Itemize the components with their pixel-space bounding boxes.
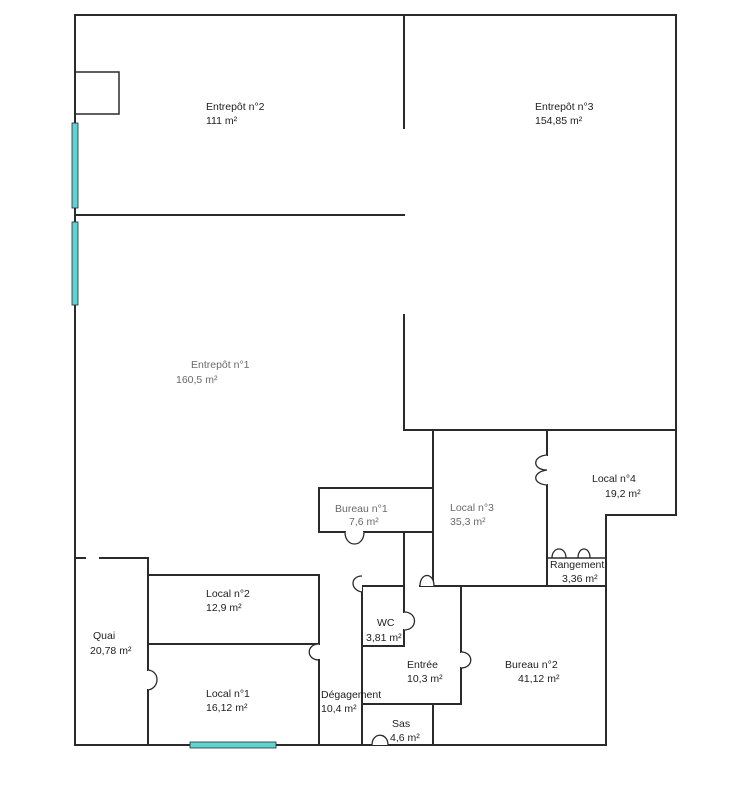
room-area: 3,81 m² — [366, 632, 402, 644]
wall-local-4-east — [605, 429, 677, 516]
room-name: Entrepôt n°3 — [535, 101, 594, 113]
door-degagement — [352, 575, 363, 593]
room-name: Quai — [93, 630, 115, 642]
room-name: Sas — [392, 718, 410, 730]
door-local-3 — [419, 574, 435, 587]
room-area: 4,6 m² — [390, 732, 420, 744]
room-area: 20,78 m² — [90, 645, 132, 657]
wall-bureau-1 — [318, 487, 434, 533]
room-area: 154,85 m² — [535, 115, 583, 127]
label-bureau-2: Bureau n°2 41,12 m² — [505, 659, 560, 685]
room-area: 12,9 m² — [206, 602, 242, 614]
label-entrepot-2: Entrepôt n°2 111 m² — [206, 101, 265, 127]
room-name: Local n°3 — [450, 502, 494, 514]
room-area: 10,3 m² — [407, 673, 443, 685]
label-local-2: Local n°2 12,9 m² — [206, 588, 250, 614]
room-name: Entrée — [407, 659, 438, 671]
room-area: 35,3 m² — [450, 516, 486, 528]
door-bureau-2 — [460, 651, 472, 669]
room-area: 41,12 m² — [518, 673, 560, 685]
door-local-4 — [535, 454, 548, 486]
room-name: Local n°1 — [206, 688, 250, 700]
label-local-1: Local n°1 16,12 m² — [206, 688, 250, 714]
door-quai — [147, 669, 158, 691]
room-name: WC — [377, 617, 395, 629]
door-local-2 — [308, 643, 320, 661]
label-quai: Quai 20,78 m² — [90, 630, 132, 657]
label-local-3: Local n°3 35,3 m² — [450, 502, 494, 528]
label-entrepot-3: Entrepôt n°3 154,85 m² — [535, 101, 594, 127]
outer-wall — [74, 14, 677, 746]
room-name: Dégagement — [321, 689, 381, 701]
room-area: 111 m² — [206, 115, 238, 127]
label-rangement: Rangement 3,36 m² — [550, 559, 604, 585]
door-wc — [403, 611, 416, 631]
door-sas — [371, 734, 389, 746]
room-name: Bureau n°2 — [505, 659, 558, 671]
room-area: 10,4 m² — [321, 703, 357, 715]
room-area: 160,5 m² — [176, 374, 218, 386]
wall-wc — [361, 585, 405, 647]
door-rangement — [551, 548, 591, 559]
room-name: Entrepôt n°2 — [206, 101, 265, 113]
door-bureau-1 — [344, 531, 365, 545]
room-name: Bureau n°1 — [335, 503, 388, 515]
label-entree: Entrée 10,3 m² — [407, 659, 443, 685]
room-area: 16,12 m² — [206, 702, 248, 714]
room-area: 3,36 m² — [562, 573, 598, 585]
label-bureau-1: Bureau n°1 7,6 m² — [335, 503, 388, 528]
label-degagement: Dégagement 10,4 m² — [321, 689, 381, 715]
label-wc: WC 3,81 m² — [366, 617, 402, 644]
storage-box — [74, 71, 120, 115]
room-area: 19,2 m² — [605, 488, 641, 500]
room-name: Local n°4 — [592, 473, 636, 485]
label-local-4: Local n°4 19,2 m² — [592, 473, 641, 500]
window-west-lower — [71, 221, 79, 306]
window-south — [189, 741, 277, 749]
window-west-upper — [71, 122, 79, 209]
room-name: Entrepôt n°1 — [191, 359, 250, 371]
room-name: Rangement — [550, 559, 604, 571]
label-entrepot-1: Entrepôt n°1 160,5 m² — [176, 359, 250, 386]
label-sas: Sas 4,6 m² — [390, 718, 420, 744]
room-area: 7,6 m² — [349, 516, 379, 528]
room-name: Local n°2 — [206, 588, 250, 600]
